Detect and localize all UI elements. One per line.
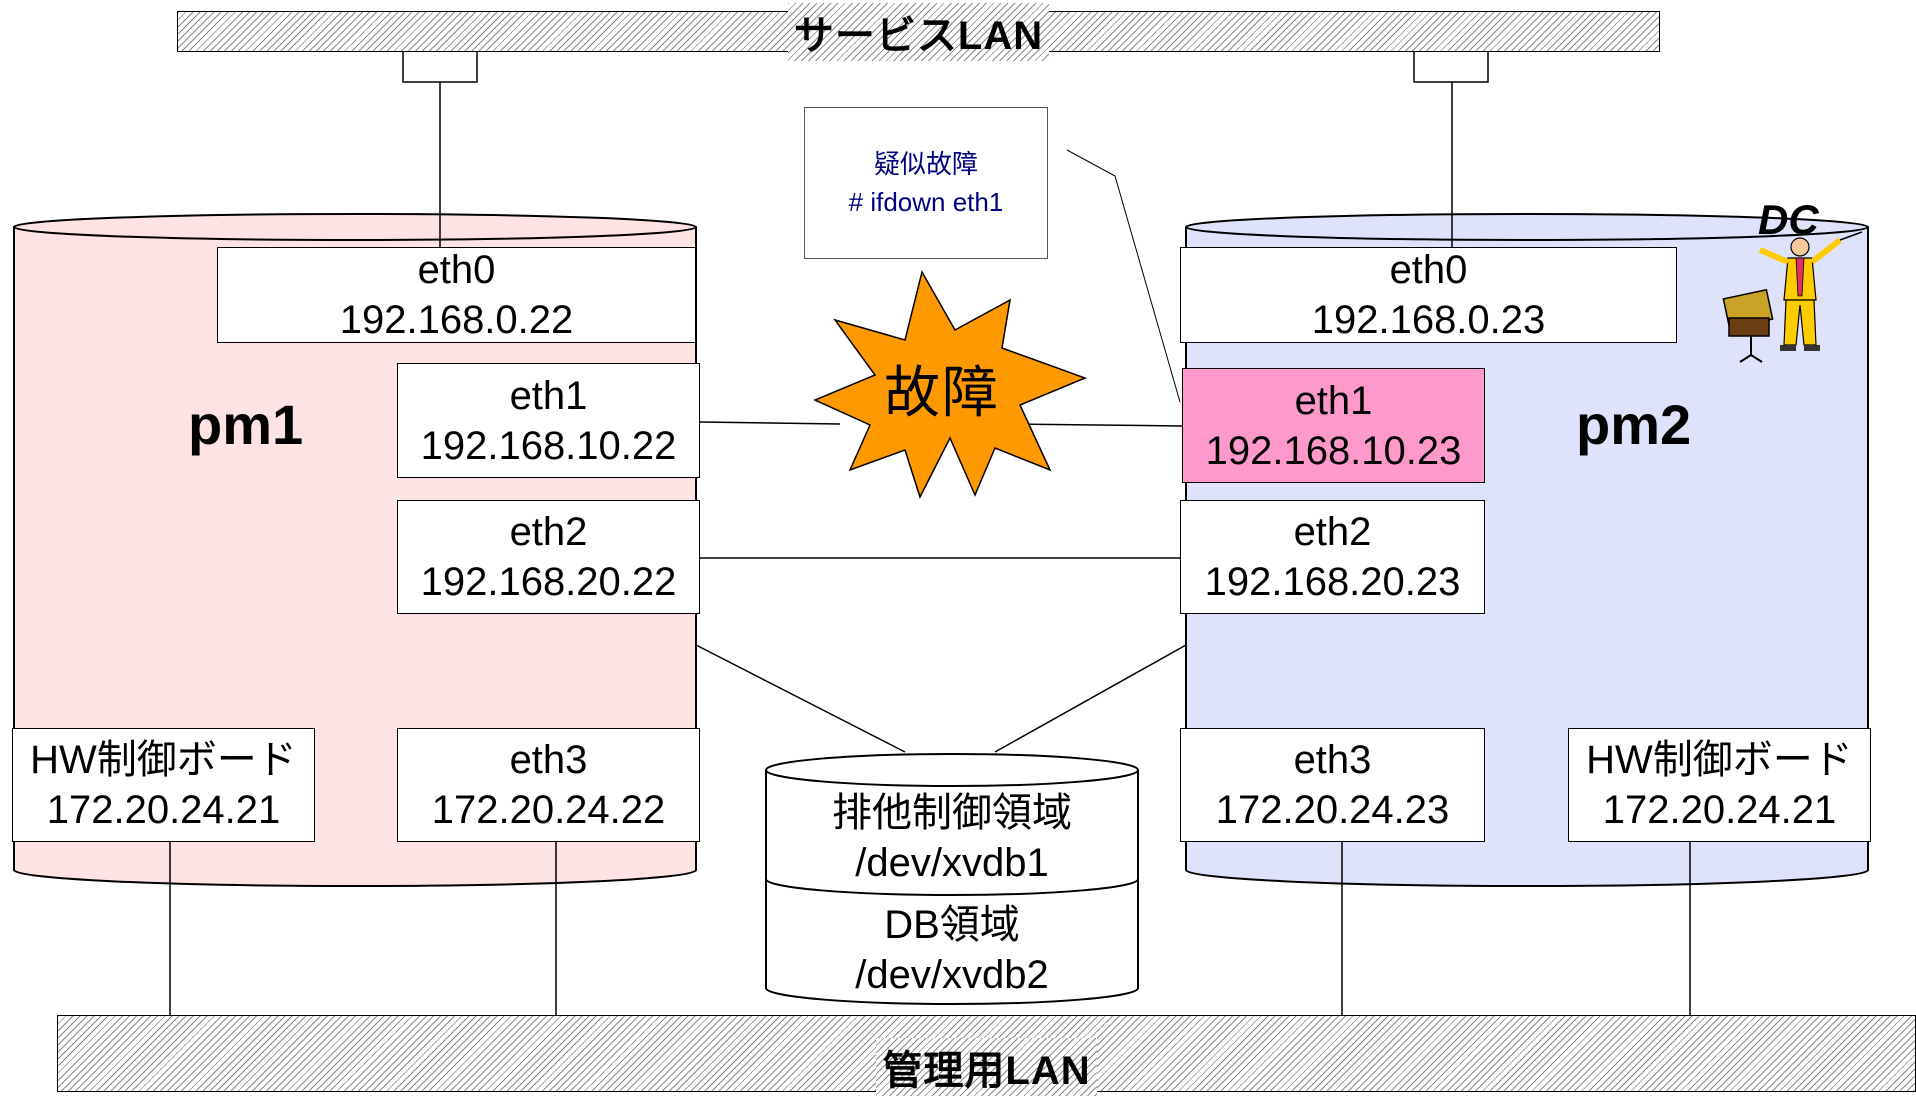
storage-area2-path: /dev/xvdb2: [855, 953, 1049, 997]
pm2-eth1-ip: 192.168.10.23: [1205, 428, 1462, 473]
pm1-hw-board-ip: 172.20.24.21: [46, 788, 281, 832]
pm2-eth0-name: eth0: [1389, 248, 1468, 292]
pm2-hw-board-box: HW制御ボード 172.20.24.21: [1568, 728, 1871, 842]
pm2-eth0-box: eth0 192.168.0.23: [1180, 247, 1677, 343]
pm1-eth1-box: eth1 192.168.10.22: [397, 363, 700, 478]
pm1-label: pm1: [188, 393, 304, 456]
pm2-hw-board-name: HW制御ボード: [1586, 738, 1853, 782]
mgmt-lan-label: 管理用LAN: [876, 1038, 1097, 1096]
pm1-hw-board-box: HW制御ボード 172.20.24.21: [12, 728, 315, 842]
storage-area2-label: DB領域 /dev/xvdb2: [762, 900, 1142, 1000]
callout-command: # ifdown eth1: [848, 187, 1004, 217]
callout-title: 疑似故障: [873, 149, 978, 179]
shared-storage: [765, 753, 1139, 1005]
service-lan-label: サービスLAN: [787, 2, 1050, 61]
pm2-eth3-box: eth3 172.20.24.23: [1180, 728, 1485, 842]
pm1-eth3-name: eth3: [509, 738, 588, 782]
conductor-icon: [1722, 231, 1863, 363]
storage-area1-label: 排他制御領域 /dev/xvdb1: [762, 788, 1142, 888]
pseudo-fault-callout: 疑似故障 # ifdown eth1: [804, 107, 1048, 259]
pm2-eth1-box-failed: eth1 192.168.10.23: [1182, 368, 1485, 483]
storage-area2-name: DB領域: [884, 903, 1020, 947]
pm1-eth3-box: eth3 172.20.24.22: [397, 728, 700, 842]
pm1-eth2-name: eth2: [509, 510, 588, 554]
pm1-eth2-box: eth2 192.168.20.22: [397, 500, 700, 614]
pm1-eth1-name: eth1: [509, 373, 588, 418]
mgmt-lan-bar: 管理用LAN: [57, 1015, 1916, 1096]
pm2-eth3-name: eth3: [1293, 738, 1372, 782]
service-lan-bar: サービスLAN: [177, 2, 1660, 61]
pm1-eth0-box: eth0 192.168.0.22: [217, 247, 696, 343]
dc-label: DC: [1758, 196, 1819, 243]
pm1-eth2-ip: 192.168.20.22: [420, 560, 677, 604]
pm1-eth0-ip: 192.168.0.22: [339, 298, 574, 342]
callout-leader: [1066, 149, 1181, 403]
pm1-eth1-ip: 192.168.10.22: [420, 423, 677, 468]
storage-area1-name: 排他制御領域: [832, 791, 1072, 835]
pm2-eth1-name: eth1: [1294, 378, 1373, 423]
pm1-eth3-ip: 172.20.24.22: [431, 788, 666, 832]
fault-starburst: [813, 270, 1088, 499]
eth1-link-right: [1009, 423, 1183, 427]
pm2-eth3-ip: 172.20.24.23: [1215, 788, 1450, 832]
pm1-eth0-name: eth0: [417, 248, 496, 292]
pm2-hw-board-ip: 172.20.24.21: [1602, 788, 1837, 832]
eth1-link-left: [699, 421, 841, 425]
pm2-eth0-ip: 192.168.0.23: [1311, 298, 1546, 342]
pm2-eth2-name: eth2: [1293, 510, 1372, 554]
pm2-label: pm2: [1576, 393, 1692, 456]
fault-label: 故障: [884, 361, 1000, 424]
pm1-hw-board-name: HW制御ボード: [30, 738, 297, 782]
pm2-eth2-box: eth2 192.168.20.23: [1180, 500, 1485, 614]
storage-area1-path: /dev/xvdb1: [855, 841, 1049, 885]
pm2-eth2-ip: 192.168.20.23: [1204, 560, 1461, 604]
